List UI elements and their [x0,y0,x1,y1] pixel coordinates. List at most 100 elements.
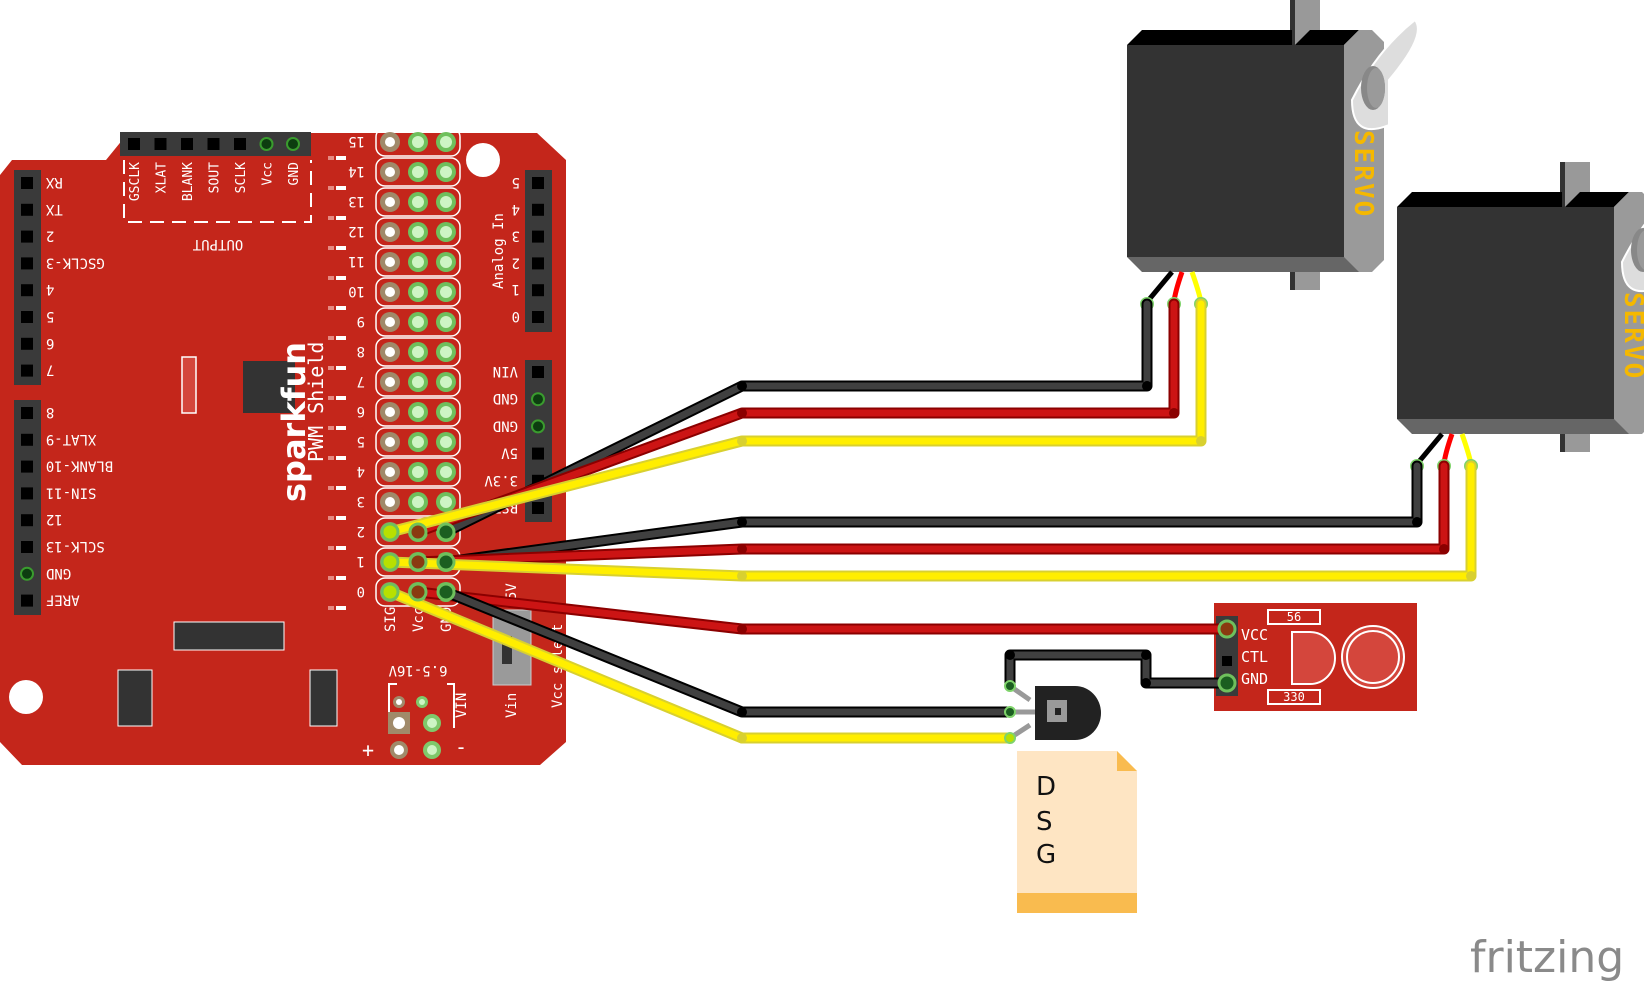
pwm-channel-label: 2 [357,523,365,539]
pwm-channel-label: 9 [357,313,365,329]
left-pin[interactable] [21,433,33,446]
smd-cap [117,669,153,727]
led-module[interactable]: 56 330 VCC CTL GND [1214,603,1417,711]
left-pin[interactable] [21,407,33,419]
power-pin-label: VIN [493,363,518,379]
wire-bendpoint[interactable] [1439,544,1449,554]
wire-connector[interactable] [408,552,428,572]
note-line-g: G [1036,840,1056,870]
pwm-channel-label: 1 [357,553,365,569]
left-pin-label: GSCLK-3 [46,254,105,270]
wire-bendpoint[interactable] [1005,650,1015,660]
wire-connector[interactable] [380,582,400,602]
wire-bendpoint[interactable] [737,544,747,554]
left-pin[interactable] [21,177,33,189]
pwm-channel-label: 10 [348,283,365,299]
analog-pin-3[interactable] [532,230,544,243]
left-pin[interactable] [21,203,33,216]
output-pin-sclk[interactable] [234,138,246,150]
mounting-hole [9,680,43,714]
output-pin-label: SCLK [234,162,249,193]
wire-connector[interactable] [380,552,400,572]
left-pin[interactable] [21,337,33,350]
left-pin[interactable] [21,364,33,377]
analog-pin-5[interactable] [532,177,544,189]
servo-label: SERVO [1348,130,1378,218]
left-pin[interactable] [20,566,34,581]
wire-bendpoint[interactable] [1169,408,1179,418]
wire-bendpoint[interactable] [737,436,747,446]
wire-connector[interactable] [408,522,428,542]
left-pin[interactable] [21,257,33,270]
wire-connector[interactable] [408,582,428,602]
pinout-note[interactable]: D S G [1017,751,1137,913]
wire-connector[interactable] [380,522,400,542]
left-pin-label: 4 [46,281,54,297]
left-pin[interactable] [21,311,33,323]
wire-bendpoint[interactable] [737,733,747,743]
output-pin-blank[interactable] [181,138,193,150]
servo-lead-black [1415,432,1444,466]
mosfet-transistor[interactable] [1004,680,1101,744]
left-pin[interactable] [21,487,33,500]
wire-bendpoint[interactable] [737,707,747,717]
wire-connector[interactable] [1217,673,1237,693]
wire-connector[interactable] [436,582,456,602]
power-pin-gnd[interactable] [531,419,545,434]
left-pin-label: TX [45,201,62,217]
left-pin[interactable] [21,594,33,607]
wire-bendpoint[interactable] [1141,678,1151,688]
wire-bendpoint[interactable] [737,517,747,527]
left-pin-label: 5 [46,308,54,324]
wire-bendpoint[interactable] [1466,571,1476,581]
resistor-330-label: 330 [1283,690,1305,704]
left-pin-label: AREF [46,592,80,608]
power-pin-rst[interactable] [532,502,544,514]
output-pin-gnd[interactable] [286,137,300,151]
analog-header [525,170,552,332]
wire-connector[interactable] [1217,619,1237,639]
wire-bendpoint[interactable] [1141,650,1151,660]
power-pin-gnd[interactable] [531,392,545,407]
left-pin[interactable] [21,541,33,553]
led-pin-gnd-label: GND [1241,670,1268,688]
analog-pin-1[interactable] [532,284,544,297]
wire-bendpoint[interactable] [737,624,747,634]
power-pin-vin[interactable] [532,366,544,378]
wire-bendpoint[interactable] [1412,517,1422,527]
left-header-top [14,170,41,385]
servo-motor-1[interactable]: SERVO [1127,0,1419,311]
wire-bendpoint[interactable] [1196,436,1206,446]
wire-bendpoint[interactable] [737,571,747,581]
analog-pin-0[interactable] [532,311,544,323]
left-pin[interactable] [21,460,33,473]
analog-pin-label: 0 [512,308,520,324]
wire-connector[interactable] [436,552,456,572]
servo-motor-2[interactable]: SERVO [1397,162,1644,473]
led-pin-vcc-label: VCC [1241,626,1268,644]
analog-pin-2[interactable] [532,257,544,270]
output-pin-gsclk[interactable] [128,138,140,150]
note-line-d: D [1036,772,1056,802]
analog-pin-label: 2 [512,254,520,270]
left-pin[interactable] [21,230,33,243]
left-pin-label: XLAT-9 [46,431,97,447]
board-title: PWM Shield [304,342,328,462]
output-pin-sout[interactable] [207,138,220,150]
fritzing-logo: fritzing [1470,932,1624,983]
wire-bendpoint[interactable] [737,408,747,418]
wire-bendpoint[interactable] [1142,381,1152,391]
analog-pin-4[interactable] [532,203,544,216]
output-label: OUTPUT [192,236,243,252]
left-pin[interactable] [21,514,33,527]
output-pin-vcc[interactable] [259,137,274,151]
left-pin-label: 2 [46,228,54,244]
wire-connector[interactable] [436,522,456,542]
pwm-channel-label: 5 [357,433,365,449]
left-pin[interactable] [21,284,33,297]
power-pin-5v[interactable] [532,447,544,460]
wire-bendpoint[interactable] [737,381,747,391]
output-pin-xlat[interactable] [154,138,167,150]
pwm-channel-label: 14 [348,163,365,179]
